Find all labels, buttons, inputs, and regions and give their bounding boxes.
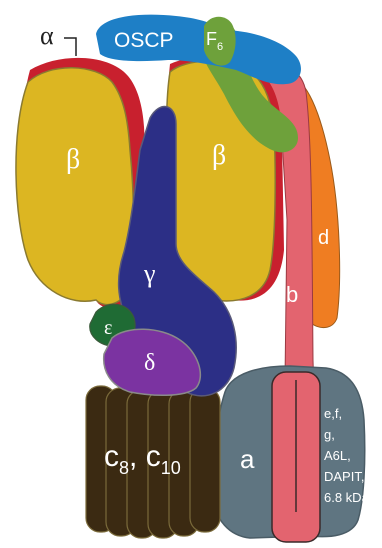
c-ring-cylinder [190,388,220,532]
beta-subunit-left [16,68,134,305]
small-subunits-line: DAPIT, [324,469,364,484]
a-label: a [240,444,255,474]
c10-subscript: 10 [161,458,181,478]
small-subunits-line: 6.8 kDa [324,490,370,505]
oscp-label: OSCP [114,29,174,52]
c10-main: c [146,440,161,473]
small-subunits-line: g, [324,427,335,442]
c8-subscript: 8 [119,458,129,478]
f6-subscript: 6 [217,41,223,53]
c-separator: , [129,440,146,473]
d-label: d [318,227,329,249]
small-subunits-line: A6L, [324,448,351,463]
beta-left-label: β [66,144,80,175]
beta-right-label: β [212,140,226,171]
c8-main: c [104,440,119,473]
delta-label: δ [144,350,155,376]
small-subunits-line: e,f, [324,406,342,421]
b-label: b [286,282,298,307]
alpha-label: α [40,21,54,50]
f6-main: F [206,29,217,49]
gamma-label: γ [143,259,156,288]
epsilon-label: ε [104,317,112,339]
alpha-pointer-bracket [64,38,76,56]
